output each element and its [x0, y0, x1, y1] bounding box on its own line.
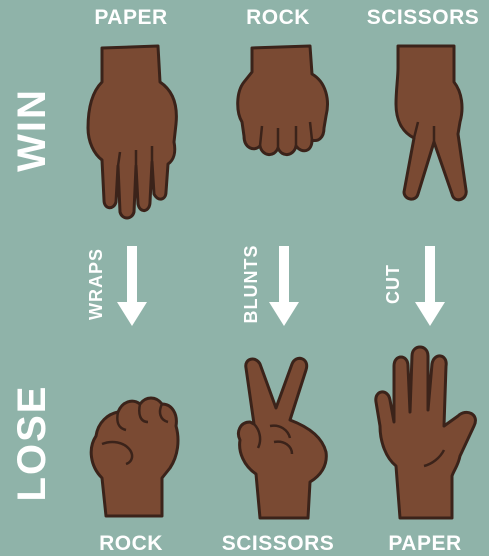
rock-hand-icon: [232, 42, 332, 162]
rock-hand-icon: [82, 392, 182, 520]
arrow-down-icon: [414, 246, 446, 328]
bottom-label-rock: ROCK: [56, 532, 206, 556]
arrow-down-icon: [116, 246, 148, 328]
row-label-win: WIN: [7, 50, 57, 210]
paper-hand-icon: [374, 346, 482, 522]
top-label-paper: PAPER: [56, 6, 206, 30]
top-label-rock: ROCK: [203, 6, 353, 30]
arrow-down-icon: [268, 246, 300, 328]
top-label-scissors: SCISSORS: [348, 6, 489, 30]
verb-cut: CUT: [381, 229, 405, 339]
verb-blunts: BLUNTS: [239, 229, 263, 339]
bottom-label-scissors: SCISSORS: [203, 532, 353, 556]
verb-wraps: WRAPS: [84, 229, 108, 339]
row-label-lose: LOSE: [7, 363, 57, 523]
scissors-hand-icon: [388, 42, 468, 204]
bottom-label-paper: PAPER: [350, 532, 489, 556]
paper-hand-icon: [80, 42, 180, 220]
scissors-hand-icon: [230, 356, 336, 522]
